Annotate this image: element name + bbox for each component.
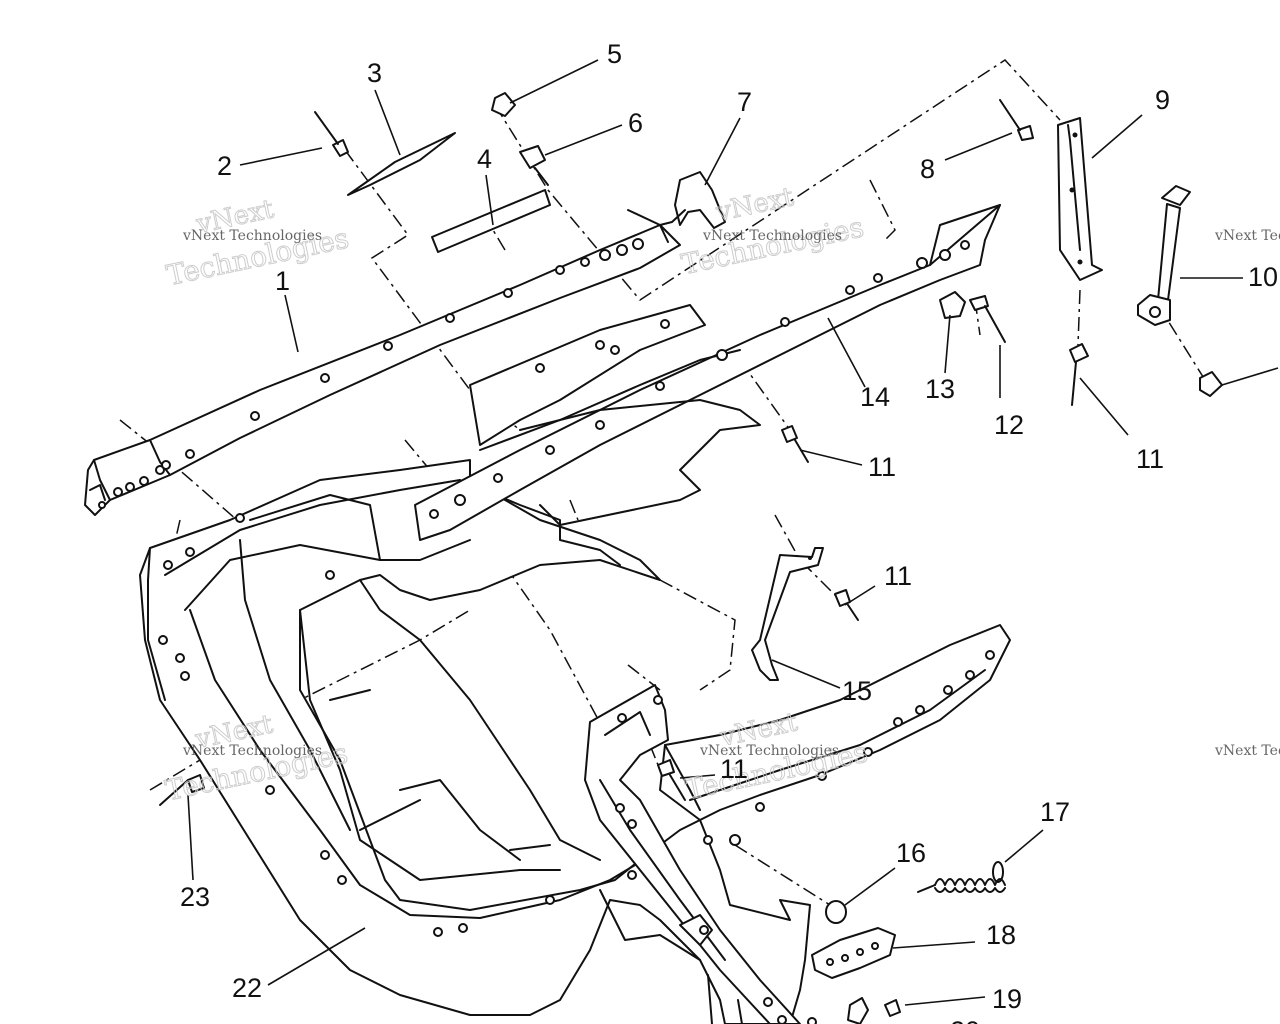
part-4-bar <box>431 189 551 253</box>
callout-labels: 1 2 3 4 5 6 7 8 9 10 11 11 11 11 12 13 1… <box>180 39 1278 1024</box>
watermark-text: vNext Technologies <box>182 228 322 244</box>
watermark-text: vNext <box>713 182 797 228</box>
watermark-text: vNext Technologies <box>702 228 842 244</box>
callout-15: 15 <box>842 676 872 706</box>
callout-11: 11 <box>884 561 912 591</box>
part-17-spring <box>917 861 1006 893</box>
callout-4: 4 <box>477 144 492 174</box>
callout-11: 11 <box>1136 444 1164 474</box>
part-10-strut <box>1137 185 1191 326</box>
callout-7: 7 <box>737 87 752 117</box>
watermark-text: vNext Technologies <box>182 743 322 759</box>
callout-5: 5 <box>607 39 622 69</box>
part-18-plate <box>811 927 896 979</box>
callout-13: 13 <box>925 374 955 404</box>
part-3-strip <box>347 132 456 196</box>
part-22-lower-shroud <box>139 459 1011 1024</box>
part-9-bracket <box>1057 117 1103 281</box>
watermark-text: vNext Technologies <box>699 743 839 759</box>
callout-23: 23 <box>180 882 210 912</box>
callout-12: 12 <box>994 410 1024 440</box>
small-fasteners <box>159 92 1223 1024</box>
leader-lines <box>187 59 1279 1006</box>
callout-1: 1 <box>275 266 290 296</box>
callout-11: 11 <box>868 452 896 482</box>
callout-14: 14 <box>860 382 890 412</box>
lower-arm <box>584 684 817 1024</box>
watermark-text: vNext Technologies <box>1214 743 1280 759</box>
part-14-cross-rail <box>414 204 1001 541</box>
callout-2: 2 <box>217 151 232 181</box>
part-1-front-rail <box>84 209 681 516</box>
callout-11: 11 <box>720 754 748 784</box>
callout-8: 8 <box>920 154 935 184</box>
callout-22: 22 <box>232 973 262 1003</box>
part-7-latch <box>659 171 726 229</box>
callout-6: 6 <box>628 108 643 138</box>
callout-17: 17 <box>1040 797 1070 827</box>
part-15-bracket <box>751 547 824 681</box>
callout-10: 10 <box>1248 262 1278 292</box>
watermark-text: Technologies <box>678 210 866 281</box>
callout-16: 16 <box>896 838 926 868</box>
callout-9: 9 <box>1155 85 1170 115</box>
callout-3: 3 <box>367 58 382 88</box>
callout-19: 19 <box>992 984 1022 1014</box>
watermark-text: vNext Technologies <box>1214 228 1280 244</box>
inner-panel <box>469 304 761 526</box>
callout-20: 20 <box>950 1016 980 1024</box>
callout-18: 18 <box>986 920 1016 950</box>
